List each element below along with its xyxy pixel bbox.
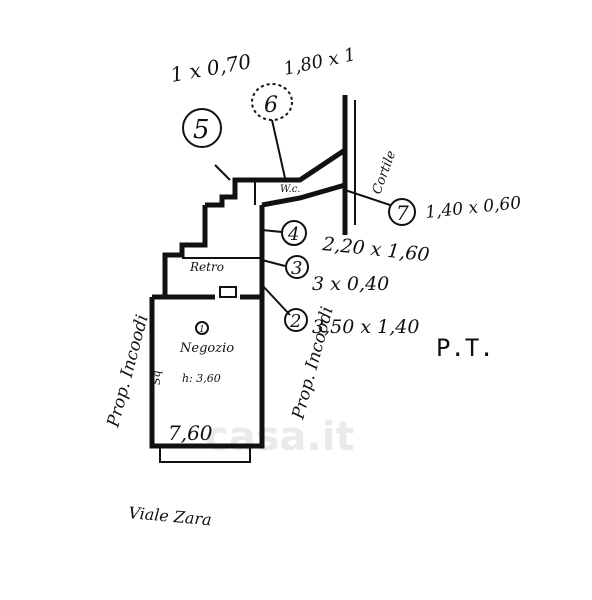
room-retro: Retro — [189, 260, 224, 274]
room-area: Sq — [150, 370, 163, 385]
dims-3: 3 x 0,40 — [312, 273, 389, 295]
marker-2: 2 — [289, 311, 301, 332]
leader-lines — [214, 119, 391, 316]
dims-2: 3,50 x 1,40 — [312, 316, 419, 338]
marker-5: 5 — [193, 115, 210, 145]
room-labels: Retro W.c. 1 Negozio h: 3,60 Sq 7,60 — [150, 184, 301, 445]
room-number: 1 — [199, 325, 205, 335]
marker-4: 4 — [287, 224, 299, 245]
watermark: casa.it — [205, 414, 355, 460]
room-negozio: Negozio — [179, 341, 234, 356]
marker-3: 3 — [291, 258, 302, 279]
building-walls — [149, 95, 356, 463]
marker-6: 6 — [264, 93, 278, 118]
room-front-width: 7,60 — [168, 421, 213, 445]
dims-4: 2,20 x 1,60 — [320, 233, 430, 266]
window-markers: 5 6 7 4 3 2 — [182, 83, 416, 332]
floor-label: P.T. — [436, 334, 494, 362]
neighbor-left: Prop. Incoodi — [103, 313, 152, 431]
marker-7: 7 — [396, 201, 409, 225]
dims-7: 1,40 x 0,60 — [424, 193, 522, 223]
street-label: Viale Zara — [128, 503, 213, 529]
dims-6: 1,80 x 1 — [282, 44, 358, 80]
room-wc: W.c. — [280, 184, 301, 195]
dims-5: 1 x 0,70 — [169, 49, 253, 87]
courtyard-label: Cortile — [370, 148, 400, 196]
room-height: h: 3,60 — [182, 372, 221, 385]
